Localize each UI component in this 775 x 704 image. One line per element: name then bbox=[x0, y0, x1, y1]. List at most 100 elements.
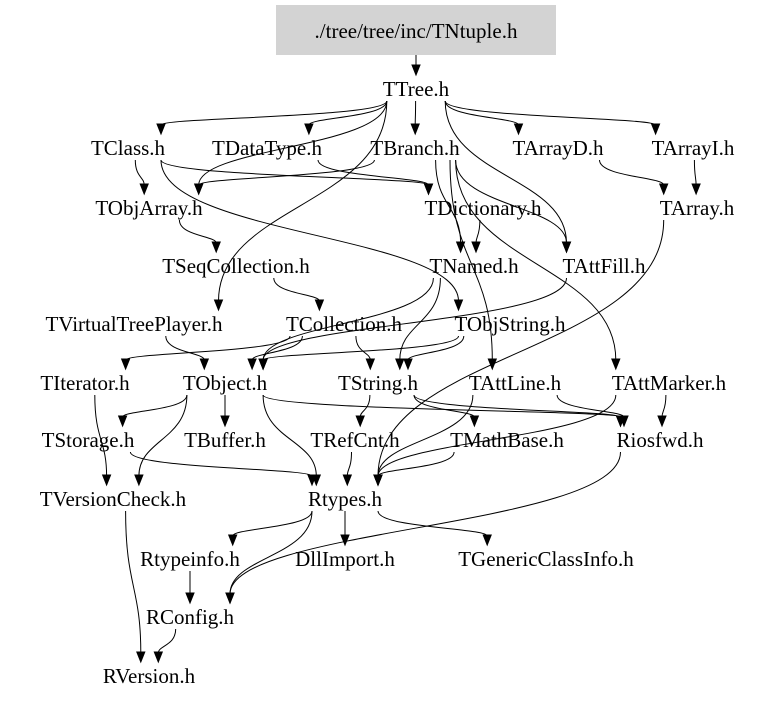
edge-titerator-to-tversioncheck bbox=[94, 394, 108, 477]
node-tcollection[interactable]: TCollection.h bbox=[286, 312, 403, 336]
node-tbuffer[interactable]: TBuffer.h bbox=[184, 428, 266, 452]
arrowhead-tarrayi bbox=[650, 123, 661, 136]
node-tarray[interactable]: TArray.h bbox=[660, 196, 735, 220]
edge-tobjstring-to-tstring bbox=[407, 335, 465, 361]
arrowhead-tgenericclassinfo bbox=[482, 534, 492, 547]
node-tattfill[interactable]: TAttFill.h bbox=[563, 254, 646, 278]
arrowhead-tarray bbox=[658, 183, 669, 196]
arrowhead-tvirtualtreeplayer bbox=[213, 299, 224, 312]
edge-tclass-to-tdictionary bbox=[160, 159, 429, 186]
node-riosfwd[interactable]: Riosfwd.h bbox=[617, 428, 704, 452]
node-rconfig[interactable]: RConfig.h bbox=[146, 605, 235, 629]
edge-tarray-to-rtypes bbox=[377, 219, 665, 477]
edge-tattline-to-riosfwd bbox=[556, 394, 625, 418]
node-tarrayi[interactable]: TArrayI.h bbox=[652, 136, 735, 160]
node-tgenericclassinfo[interactable]: TGenericClassInfo.h bbox=[458, 547, 634, 571]
edge-rconfig-to-rversion bbox=[157, 628, 177, 654]
arrowhead-riosfwd bbox=[657, 415, 667, 428]
edge-tmathbase-to-rtypes bbox=[377, 451, 455, 477]
node-tobject[interactable]: TObject.h bbox=[183, 371, 268, 395]
node-tversioncheck[interactable]: TVersionCheck.h bbox=[40, 487, 187, 511]
arrowhead-tmathbase bbox=[469, 415, 480, 428]
node-tdatatype[interactable]: TDataType.h bbox=[212, 136, 322, 160]
edge-tvirtualtreeplayer-to-tobject bbox=[165, 335, 205, 361]
edge-ttree-to-tarrayd bbox=[444, 100, 519, 126]
arrowhead-titerator bbox=[120, 358, 131, 371]
edge-tstring-to-tmathbase bbox=[413, 394, 475, 418]
edge-tversioncheck-to-rversion bbox=[125, 510, 142, 654]
node-tbranch[interactable]: TBranch.h bbox=[370, 136, 460, 160]
node-tvirtualtreeplayer[interactable]: TVirtualTreePlayer.h bbox=[45, 312, 223, 336]
edge-tcollection-to-tstring bbox=[355, 335, 371, 361]
node-rversion[interactable]: RVersion.h bbox=[103, 664, 196, 688]
node-rtypeinfo[interactable]: Rtypeinfo.h bbox=[140, 547, 240, 571]
node-tseqcollection[interactable]: TSeqCollection.h bbox=[162, 254, 310, 278]
edge-trefcnt-to-rtypes bbox=[346, 451, 352, 477]
node-rtypes[interactable]: Rtypes.h bbox=[308, 487, 383, 511]
node-tobjstring[interactable]: TObjString.h bbox=[454, 312, 566, 336]
node-tdictionary[interactable]: TDictionary.h bbox=[424, 196, 542, 220]
edge-tattmarker-to-rtypes bbox=[377, 394, 617, 477]
edge-tobjarray-to-tseqcollection bbox=[178, 219, 217, 244]
edge-tattmarker-to-riosfwd bbox=[661, 394, 667, 418]
arrowhead-rversion bbox=[153, 651, 164, 664]
arrowhead-tstring bbox=[365, 358, 376, 371]
edge-ttree-to-tclass bbox=[160, 100, 388, 126]
node-tclass[interactable]: TClass.h bbox=[91, 136, 166, 160]
node-tarrayd[interactable]: TArrayD.h bbox=[512, 136, 604, 160]
edge-tobject-to-tversioncheck bbox=[138, 394, 188, 477]
edge-ttree-to-tobjarray bbox=[198, 100, 388, 186]
edge-tobject-to-tstorage bbox=[122, 394, 188, 418]
edge-tclass-to-tobjarray bbox=[134, 159, 145, 186]
node-tattmarker[interactable]: TAttMarker.h bbox=[612, 371, 727, 395]
arrowhead-tclass bbox=[156, 123, 166, 136]
arrowhead-tstorage bbox=[117, 415, 128, 428]
edge-tdatatype-to-tdictionary bbox=[317, 159, 429, 186]
arrowhead-rversion bbox=[136, 651, 146, 664]
node-tstring[interactable]: TString.h bbox=[338, 371, 418, 395]
arrowhead-tdictionary bbox=[423, 183, 434, 196]
node-tattline[interactable]: TAttLine.h bbox=[469, 371, 562, 395]
arrowhead-rtypes bbox=[342, 474, 353, 487]
edge-tobject-to-rtypes bbox=[262, 394, 317, 477]
edges-layer bbox=[94, 42, 701, 664]
edge-tnamed-to-tobject bbox=[262, 277, 434, 361]
arrowhead-tstring bbox=[395, 358, 405, 371]
edge-rtypes-to-rconfig bbox=[229, 510, 313, 595]
edge-tbranch-to-tattfill bbox=[455, 159, 567, 244]
edge-tobject-to-riosfwd bbox=[262, 394, 621, 418]
arrowhead-trefcnt bbox=[355, 415, 365, 428]
arrowhead-tversioncheck bbox=[134, 474, 144, 487]
arrowhead-tobject bbox=[258, 358, 268, 371]
edge-tstring-to-riosfwd bbox=[413, 394, 621, 418]
edge-tcollection-to-titerator bbox=[125, 335, 291, 361]
arrowhead-tstring bbox=[403, 358, 413, 371]
edge-tbranch-to-tattline bbox=[449, 159, 493, 361]
nodes-layer: ./tree/tree/inc/TNtuple.hTTree.hTClass.h… bbox=[40, 5, 735, 688]
arrowhead-tdatatype bbox=[304, 123, 314, 136]
node-tnamed[interactable]: TNamed.h bbox=[429, 254, 519, 278]
arrowhead-tattmarker bbox=[611, 358, 621, 371]
edge-tbranch-to-tobjarray bbox=[198, 159, 375, 186]
node-dllimport[interactable]: DllImport.h bbox=[295, 547, 395, 571]
root-node-box[interactable] bbox=[276, 5, 556, 55]
arrowhead-rtypes bbox=[373, 474, 383, 487]
node-tobjarray[interactable]: TObjArray.h bbox=[95, 196, 203, 220]
edge-tclass-to-tobjstring bbox=[160, 159, 459, 302]
node-ttree[interactable]: TTree.h bbox=[383, 77, 450, 101]
node-trefcnt[interactable]: TRefCnt.h bbox=[310, 428, 400, 452]
arrowhead-dllimport bbox=[340, 534, 350, 547]
edge-tbranch-to-tattmarker bbox=[455, 159, 617, 361]
arrowhead-tnamed bbox=[455, 241, 466, 254]
arrowhead-tseqcollection bbox=[211, 241, 221, 254]
node-titerator[interactable]: TIterator.h bbox=[40, 371, 130, 395]
arrowhead-tbuffer bbox=[220, 415, 230, 428]
node-tstorage[interactable]: TStorage.h bbox=[42, 428, 135, 452]
node-tmathbase[interactable]: TMathBase.h bbox=[450, 428, 564, 452]
edge-tarrayd-to-tarray bbox=[599, 159, 665, 186]
node-tntuple[interactable]: ./tree/tree/inc/TNtuple.h bbox=[315, 19, 518, 43]
edge-ttree-to-tvirtualtreeplayer bbox=[218, 100, 388, 302]
arrowhead-riosfwd bbox=[619, 415, 629, 428]
arrowhead-rconfig bbox=[225, 592, 235, 605]
